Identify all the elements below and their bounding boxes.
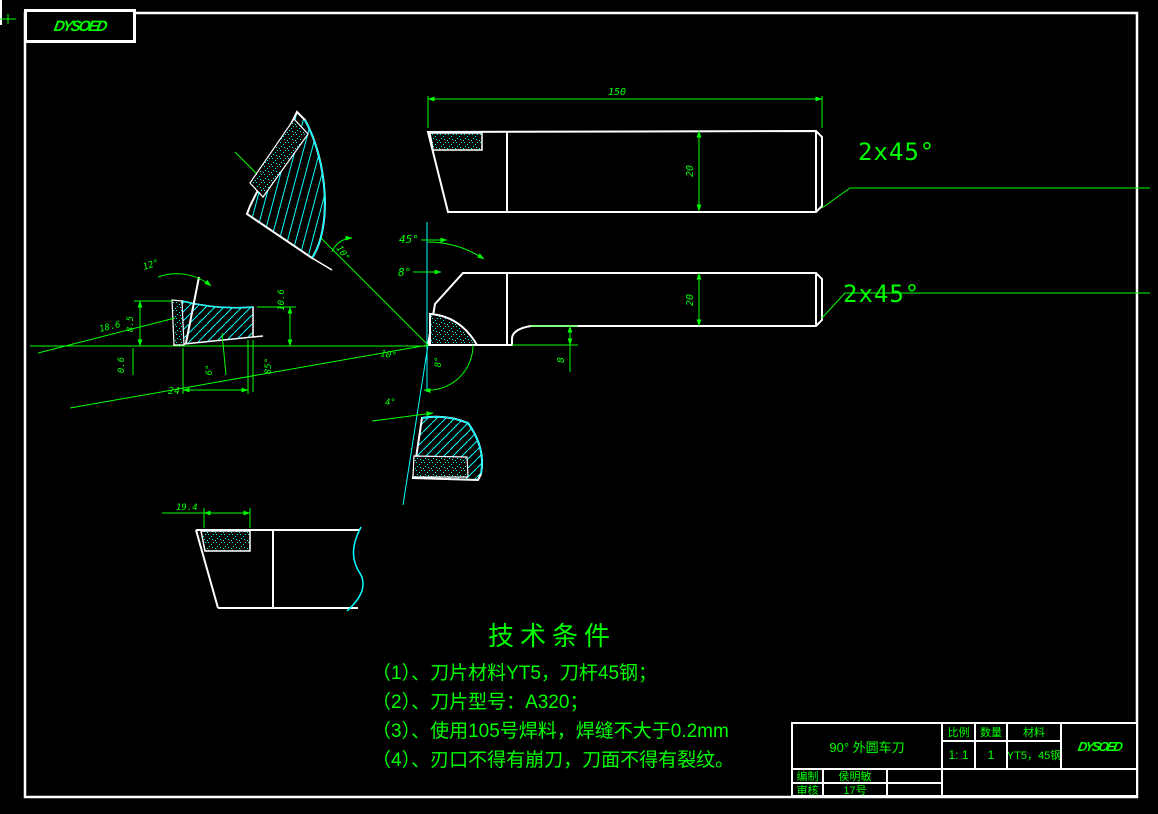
angle-8-label: 8° [398, 266, 411, 279]
dim-angle-4: 4° [371, 398, 434, 422]
angle-6-label: 6° [205, 365, 215, 376]
dim-angle-8: 8° [398, 266, 442, 279]
material-label-cell: 材料 [1006, 722, 1062, 742]
dim-10p6: 10.6 [257, 289, 296, 347]
chamfer-callout-front: 2x45° [821, 280, 1150, 319]
dim-20-top-label: 20 [685, 165, 696, 177]
left-detail-view: 12° 8.5 10.6 18.6 0.6 24 [37, 258, 296, 397]
empty-cell [886, 782, 943, 797]
dim-8p5: 8.5 [126, 300, 172, 347]
angle-4-label: 4° [385, 398, 396, 408]
angle-45-label: 45° [399, 233, 419, 246]
dim-20-top: 20 [685, 130, 702, 212]
tech-condition-item: （4）、刃口不得有崩刀，刀面不得有裂纹。 [372, 750, 735, 771]
dim-angle-85: 85° [252, 340, 274, 392]
tech-condition-item: （2）、刀片型号：A320； [372, 692, 589, 713]
dim-150-label: 150 [608, 87, 626, 98]
chamfer-front-label: 2x45° [843, 280, 920, 308]
tech-condition-item: （3）、使用105号焊料，焊缝不大于0.2mm [372, 721, 729, 742]
dim-0p6-label: 0.6 [117, 357, 127, 373]
dim-150: 150 [427, 87, 823, 128]
empty-cell [941, 768, 1138, 797]
dim-24-label: 24 [168, 386, 180, 397]
tech-conditions-title: 技术条件 [488, 621, 617, 651]
centerline-slanted [402, 344, 429, 506]
carbide-insert-front-view [429, 312, 479, 346]
top-view: 150 20 2x45° [426, 87, 1150, 213]
scale-label-cell: 比例 [941, 722, 976, 742]
seat-face-line [185, 276, 200, 344]
dim-8-label: 8 [556, 357, 567, 363]
braze-band-lower-section [412, 455, 469, 478]
dim-angle-6: 6° [205, 332, 227, 376]
watermark-logo-text: DYSOED [52, 17, 108, 35]
dim-19p4: 19.4 [162, 503, 251, 528]
dim-20-front: 20 [685, 272, 702, 327]
title-block: 90° 外圆车刀 比例 1: 1 数量 1 材料 YT5，45钢 DYSOED … [791, 722, 1138, 797]
part-name-cell: 90° 外圆车刀 [791, 722, 943, 770]
reviewer-value-cell: 17号 [822, 782, 888, 797]
sheet-frame [0, 0, 1139, 799]
dim-8: 8 [512, 325, 578, 372]
break-line [346, 526, 364, 612]
upper-section-view: 10° [245, 110, 353, 271]
dim-24: 24 [168, 340, 249, 397]
scale-value-cell: 1: 1 [941, 740, 976, 770]
dim-8p5-label: 8.5 [126, 316, 136, 332]
watermark-logo-box: DYSOED [24, 9, 136, 43]
dim-angle-12: 12° [142, 258, 212, 287]
dim-10p6-label: 10.6 [277, 289, 287, 311]
quantity-value-cell: 1 [974, 740, 1008, 770]
technical-conditions: 技术条件 （1）、刀片材料YT5，刀杆45钢； （2）、刀片型号：A320； （… [372, 616, 734, 775]
dim-0p6: 0.6 [117, 348, 134, 375]
dim-angle-45: 45° [399, 233, 485, 260]
chamfer-top-label: 2x45° [858, 138, 935, 166]
tech-condition-item: （1）、刀片材料YT5，刀杆45钢； [372, 663, 658, 684]
dim-20-front-label: 20 [685, 294, 696, 306]
braze-seam-strip [171, 299, 185, 346]
braze-band-upper-section [249, 118, 309, 198]
carbide-insert-bottom-view [200, 530, 251, 552]
material-value-cell: YT5，45钢 [1006, 740, 1062, 770]
bottom-view: 19.4 [162, 503, 364, 612]
angle-85-label: 85° [264, 358, 274, 374]
quantity-label-cell: 数量 [974, 722, 1008, 742]
chamfer-callout-top: 2x45° [821, 138, 1150, 209]
dim-angle-8-arc: 8° [423, 344, 474, 394]
reviewer-label-cell: 审核 [791, 782, 824, 797]
angle-12-label: 12° [142, 258, 161, 273]
title-block-watermark-cell: DYSOED [1060, 722, 1138, 770]
dim-18p6: 18.6 [37, 317, 176, 354]
lower-section-view [411, 415, 484, 482]
edge-line-10deg [69, 344, 429, 409]
dim-19p4-label: 19.4 [176, 503, 198, 513]
angle-10-label: 10° [379, 349, 397, 362]
dim-angle-10-section: 10° [331, 235, 353, 263]
title-block-watermark-text: DYSOED [1076, 738, 1122, 754]
carbide-insert-top-view [429, 132, 483, 151]
angle-8-arc-label: 8° [434, 357, 444, 368]
